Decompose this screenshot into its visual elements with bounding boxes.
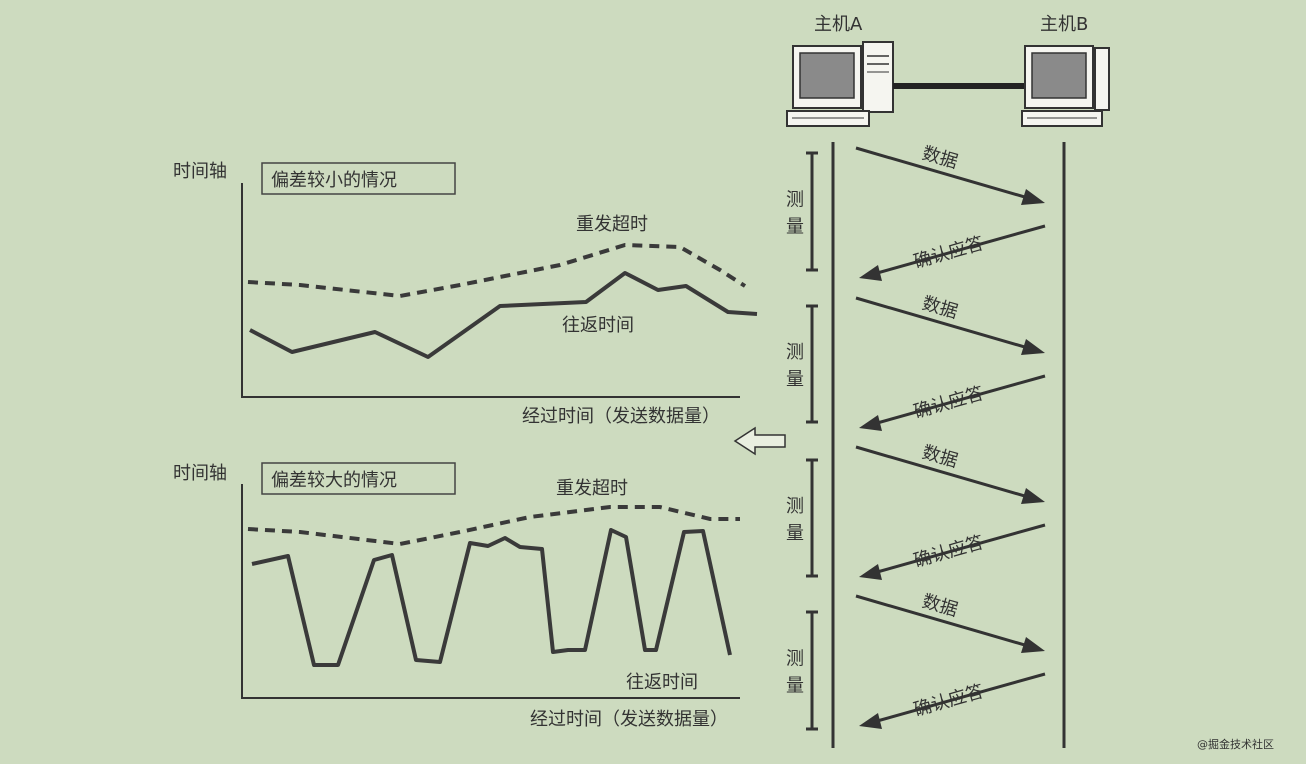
ack-arrow: 确认应答 — [859, 523, 1046, 580]
data-arrow: 数据 — [855, 143, 1045, 205]
measure-label: 量 — [786, 369, 804, 390]
measure-label: 测 — [786, 342, 804, 363]
graph-large-title-box — [261, 462, 456, 495]
graph-small-axes — [241, 183, 740, 398]
graph-large-timeout-line — [247, 505, 740, 547]
measure-label: 测 — [786, 496, 804, 517]
host-a-computer-icon — [786, 41, 894, 127]
ack-arrow: 确认应答 — [859, 374, 1046, 431]
graph-small-timeout-line — [247, 242, 747, 299]
measure-label: 测 — [786, 649, 804, 670]
graph-large-x-label: 经过时间（发送数据量） — [530, 709, 728, 730]
data-arrow: 数据 — [855, 293, 1045, 355]
graph-large-deviation: 时间轴 偏差较大的情况 重发超时 往返时间 经过时间（发送数据量） — [173, 462, 740, 730]
left-arrow-icon — [733, 426, 786, 456]
ack-arrow-label: 确认应答 — [911, 383, 986, 423]
host-b-computer-icon — [1021, 45, 1110, 127]
measure-bracket: 测量 — [786, 304, 818, 424]
measure-bracket: 测量 — [786, 458, 818, 578]
ack-arrow-label: 确认应答 — [911, 233, 986, 273]
ack-arrow-label: 确认应答 — [911, 532, 986, 572]
measure-label: 量 — [786, 676, 804, 697]
graph-small-title: 偏差较小的情况 — [271, 170, 397, 191]
graph-small-y-label: 时间轴 — [173, 161, 227, 182]
data-arrow: 数据 — [855, 442, 1045, 504]
measure-label: 测 — [786, 190, 804, 211]
graph-small-title-box — [261, 162, 456, 195]
data-arrow: 数据 — [855, 591, 1045, 653]
graph-large-title: 偏差较大的情况 — [271, 470, 397, 491]
graph-small-deviation: 时间轴 偏差较小的情况 重发超时 往返时间 经过时间（发送数据量） — [173, 161, 758, 427]
ack-arrow-label: 确认应答 — [911, 681, 986, 721]
graph-large-rtt-label: 往返时间 — [626, 672, 698, 693]
measure-label: 量 — [786, 523, 804, 544]
graph-small-rtt-label: 往返时间 — [562, 315, 634, 336]
graph-large-y-label: 时间轴 — [173, 463, 227, 484]
graph-large-rtt-line — [251, 528, 732, 667]
ack-arrow: 确认应答 — [859, 224, 1046, 281]
watermark: @掘金技术社区 — [1197, 737, 1274, 751]
host-b-label: 主机B — [1040, 14, 1088, 35]
graph-large-timeout-label: 重发超时 — [556, 478, 628, 499]
graph-small-rtt-line — [249, 271, 758, 359]
ack-arrow: 确认应答 — [859, 672, 1046, 729]
measure-bracket: 测量 — [786, 610, 818, 731]
graph-small-timeout-label: 重发超时 — [576, 214, 648, 235]
graph-small-x-label: 经过时间（发送数据量） — [522, 406, 720, 427]
measure-label: 量 — [786, 217, 804, 238]
graph-large-axes — [241, 484, 740, 699]
host-a-label: 主机A — [814, 14, 863, 35]
measure-bracket: 测量 — [786, 151, 818, 272]
